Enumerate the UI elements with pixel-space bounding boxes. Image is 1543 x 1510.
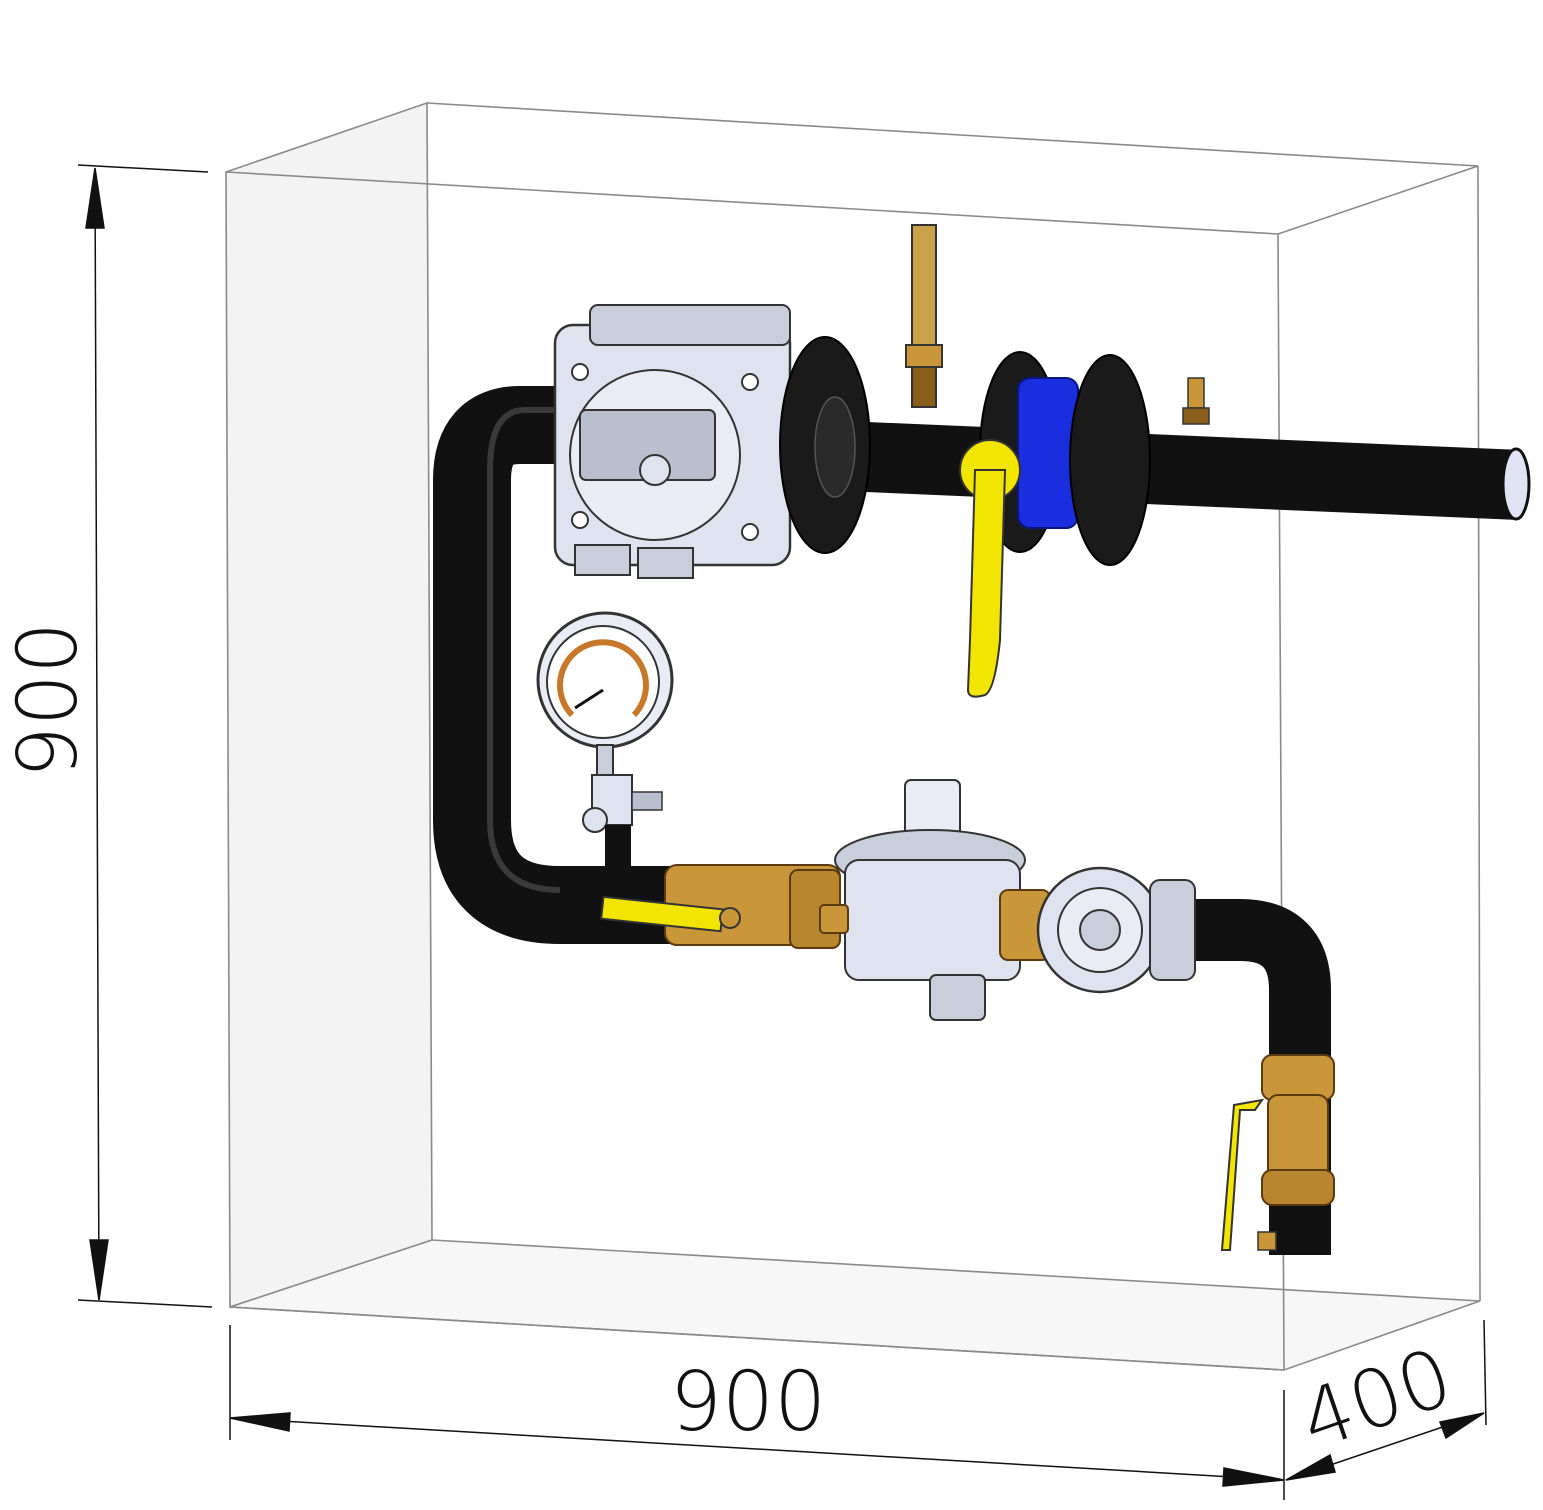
height-ext-bottom [77, 1299, 213, 1308]
filter-side-body [1149, 879, 1196, 981]
depth-arrow-left [1285, 1453, 1336, 1481]
gauge-stem [596, 744, 614, 776]
outlet-valve-drain-plug [1257, 1231, 1277, 1251]
width-arrow-left [229, 1412, 291, 1432]
outlet-valve-lever [1220, 1098, 1265, 1251]
pressure-gauge [536, 611, 674, 875]
vent-tube [905, 224, 943, 408]
gauge-needle [574, 688, 604, 710]
dimension-lines [77, 164, 1487, 1500]
pipe-end-opening [1501, 447, 1531, 521]
outlet-valve-body [1267, 1094, 1329, 1181]
gas-meter-bottom-connector [637, 547, 694, 579]
gauge-down-pipe [605, 825, 631, 875]
depth-ext-right [1483, 1319, 1487, 1426]
valve-blue-body [1017, 377, 1079, 529]
right-elbow-pipe [1180, 899, 1331, 1255]
regulator-inlet-fitting [819, 904, 849, 934]
valve-right-flange [1069, 354, 1151, 566]
gas-meter-top-cap [589, 304, 791, 346]
main-valve-lever [959, 439, 1021, 698]
box-front-bottom-edge [229, 1306, 1285, 1371]
ball-valve-stem-nut [719, 907, 741, 929]
outlet-valve-bottom-nut [1261, 1169, 1335, 1206]
gauge-valve-knob [582, 807, 608, 833]
height-ext-top [77, 164, 209, 173]
box-top-right-edge [1277, 165, 1479, 235]
height-dim-line [94, 171, 100, 1301]
outlet-valve-top-nut [1261, 1054, 1335, 1101]
height-arrow-top [85, 167, 105, 229]
height-arrow-bottom [89, 1239, 109, 1301]
gas-meter-bolt-icon [741, 373, 759, 391]
enclosure-box [225, 101, 1481, 1371]
piping [433, 386, 1531, 1255]
box-left-side-panel [225, 101, 433, 1309]
gas-meter-bolt-icon [571, 363, 589, 381]
box-front-top-edge [225, 171, 1279, 235]
gas-meter-bolt-icon [741, 523, 759, 541]
height-dimension-label: 900 [1, 622, 96, 779]
width-dimension-label: 900 [670, 1355, 827, 1450]
test-point-fitting [1182, 377, 1210, 425]
gas-filter [1036, 866, 1196, 994]
gauge-scale-arc [557, 639, 649, 718]
gas-meter-bolt-icon [571, 511, 589, 529]
pressure-regulator [819, 779, 1051, 1021]
gas-meter [553, 304, 792, 579]
regulator-body [844, 859, 1021, 981]
meter-outlet-flange [779, 336, 871, 554]
filter-center [1079, 909, 1121, 951]
inlet-ball-valve [600, 864, 841, 949]
width-dim-line [229, 1417, 1285, 1481]
top-horizontal-pipe [818, 420, 1522, 520]
gas-meter-reset-knob [639, 454, 671, 486]
box-back-right-edge [1477, 165, 1481, 1302]
gas-meter-bottom-connector [574, 544, 631, 576]
outlet-ball-valve [1220, 1054, 1335, 1251]
gauge-side-thread [631, 791, 663, 811]
lever-arm [966, 469, 1007, 698]
regulator-bottom-port [929, 974, 986, 1021]
left-u-pipe-highlight [487, 407, 561, 893]
width-arrow-right [1222, 1467, 1285, 1487]
depth-arrow-right [1438, 1412, 1485, 1440]
box-back-top-edge [426, 102, 1479, 167]
box-bottom-panel [229, 1239, 1481, 1371]
